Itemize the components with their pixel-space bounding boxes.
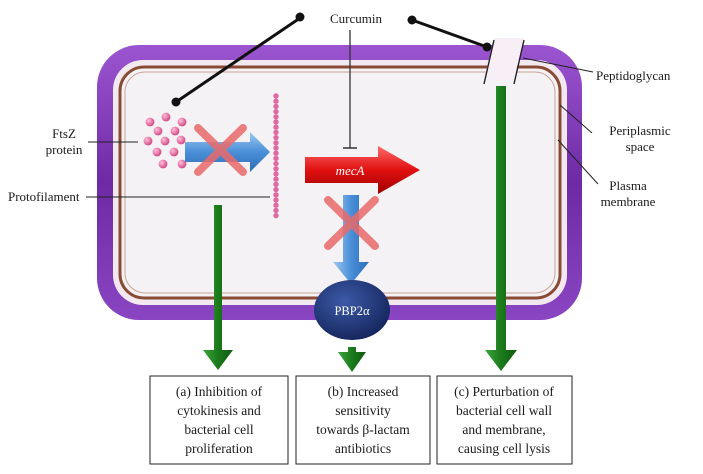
curcumin-dot-right-bottom (482, 42, 492, 52)
curcumin-label: Curcumin (330, 11, 382, 26)
peptidoglycan-leader (522, 57, 594, 73)
svg-text:proliferation: proliferation (185, 441, 253, 456)
protofilament-bead (273, 197, 279, 203)
protofilament-bead (273, 181, 279, 188)
protofilament-bead (273, 98, 279, 104)
green-arrow-b (338, 347, 366, 372)
mecA-label: mecA (336, 163, 365, 178)
curcumin-line-right (411, 18, 488, 49)
curcumin-dot-left-bottom (171, 97, 181, 107)
protofilament-bead (273, 150, 279, 156)
protofilament-bead (273, 155, 279, 162)
protofilament-bead (273, 124, 279, 130)
outcome-text-c: (c) Perturbation of bacterial cell wall … (454, 384, 554, 456)
curcumin-dot-left-top (295, 12, 305, 22)
protofilament-chain (273, 93, 279, 219)
protofilament-bead (273, 108, 279, 115)
green-arrow-c (485, 86, 517, 371)
peptidoglycan-label: Peptidoglycan (596, 68, 671, 83)
protofilament-bead (273, 171, 279, 177)
outcome-box-c (436, 375, 573, 465)
svg-text:sensitivity: sensitivity (335, 403, 391, 418)
svg-text:(b) Increased: (b) Increased (328, 384, 399, 399)
svg-text:bacterial cell: bacterial cell (184, 422, 254, 437)
pbp2a-protein (314, 280, 390, 340)
protofilament-bead (273, 129, 279, 136)
outcome-text-b: (b) Increased sensitivity towards β-lact… (316, 384, 410, 456)
periplasmic-label-1: Periplasmic (609, 123, 671, 138)
svg-text:bacterial cell wall: bacterial cell wall (456, 403, 552, 418)
protofilament-bead (273, 134, 279, 141)
green-arrow-a (203, 205, 233, 370)
wall-gap (484, 38, 524, 80)
protofilament-bead (273, 186, 279, 193)
outcome-box-a (149, 375, 289, 465)
protofilament-bead (273, 114, 279, 120)
protofilament-bead (273, 145, 279, 151)
protofilament-label: Protofilament (8, 189, 80, 204)
block-cross-ftsz (194, 124, 247, 176)
svg-text:cytokinesis and: cytokinesis and (177, 403, 261, 418)
pbp2a-label: PBP2α (334, 304, 369, 318)
protofilament-bead (273, 103, 279, 110)
protofilament-bead (273, 202, 279, 208)
meca-blue-arrow (333, 195, 369, 284)
protofilament-bead (273, 207, 279, 214)
svg-text:towards β-lactam: towards β-lactam (316, 422, 410, 437)
plasma-leader (557, 139, 599, 185)
protofilament-bead (273, 160, 279, 167)
protofilament-bead (273, 166, 279, 172)
svg-text:and membrane,: and membrane, (462, 422, 545, 437)
ftsz-label-1: FtsZ (52, 126, 76, 141)
block-cross-meca (324, 196, 379, 250)
plasma-label-1: Plasma (609, 178, 647, 193)
svg-text:causing cell lysis: causing cell lysis (458, 441, 550, 456)
curcumin-dot-right-top (407, 15, 417, 25)
protofilament-bead (273, 140, 279, 146)
protofilament-bead (273, 212, 279, 219)
periplasmic-leader (559, 104, 593, 134)
protofilament-bead (273, 119, 279, 125)
protofilament-bead (273, 93, 279, 99)
outcome-box-b (295, 375, 431, 465)
mecA-arrow (305, 146, 420, 194)
plasma-label-2: membrane (601, 194, 656, 209)
svg-text:(a) Inhibition of: (a) Inhibition of (176, 384, 263, 399)
protofilament-bead (273, 176, 279, 182)
ftsz-dots (143, 112, 187, 169)
periplasmic-label-2: space (626, 139, 655, 154)
svg-text:(c) Perturbation of: (c) Perturbation of (454, 384, 554, 399)
svg-text:antibiotics: antibiotics (335, 441, 391, 456)
outcome-text-a: (a) Inhibition of cytokinesis and bacter… (176, 384, 263, 456)
curcumin-line-left (175, 16, 301, 104)
protofilament-bead (273, 192, 279, 198)
ftsz-label-2: protein (46, 142, 83, 157)
